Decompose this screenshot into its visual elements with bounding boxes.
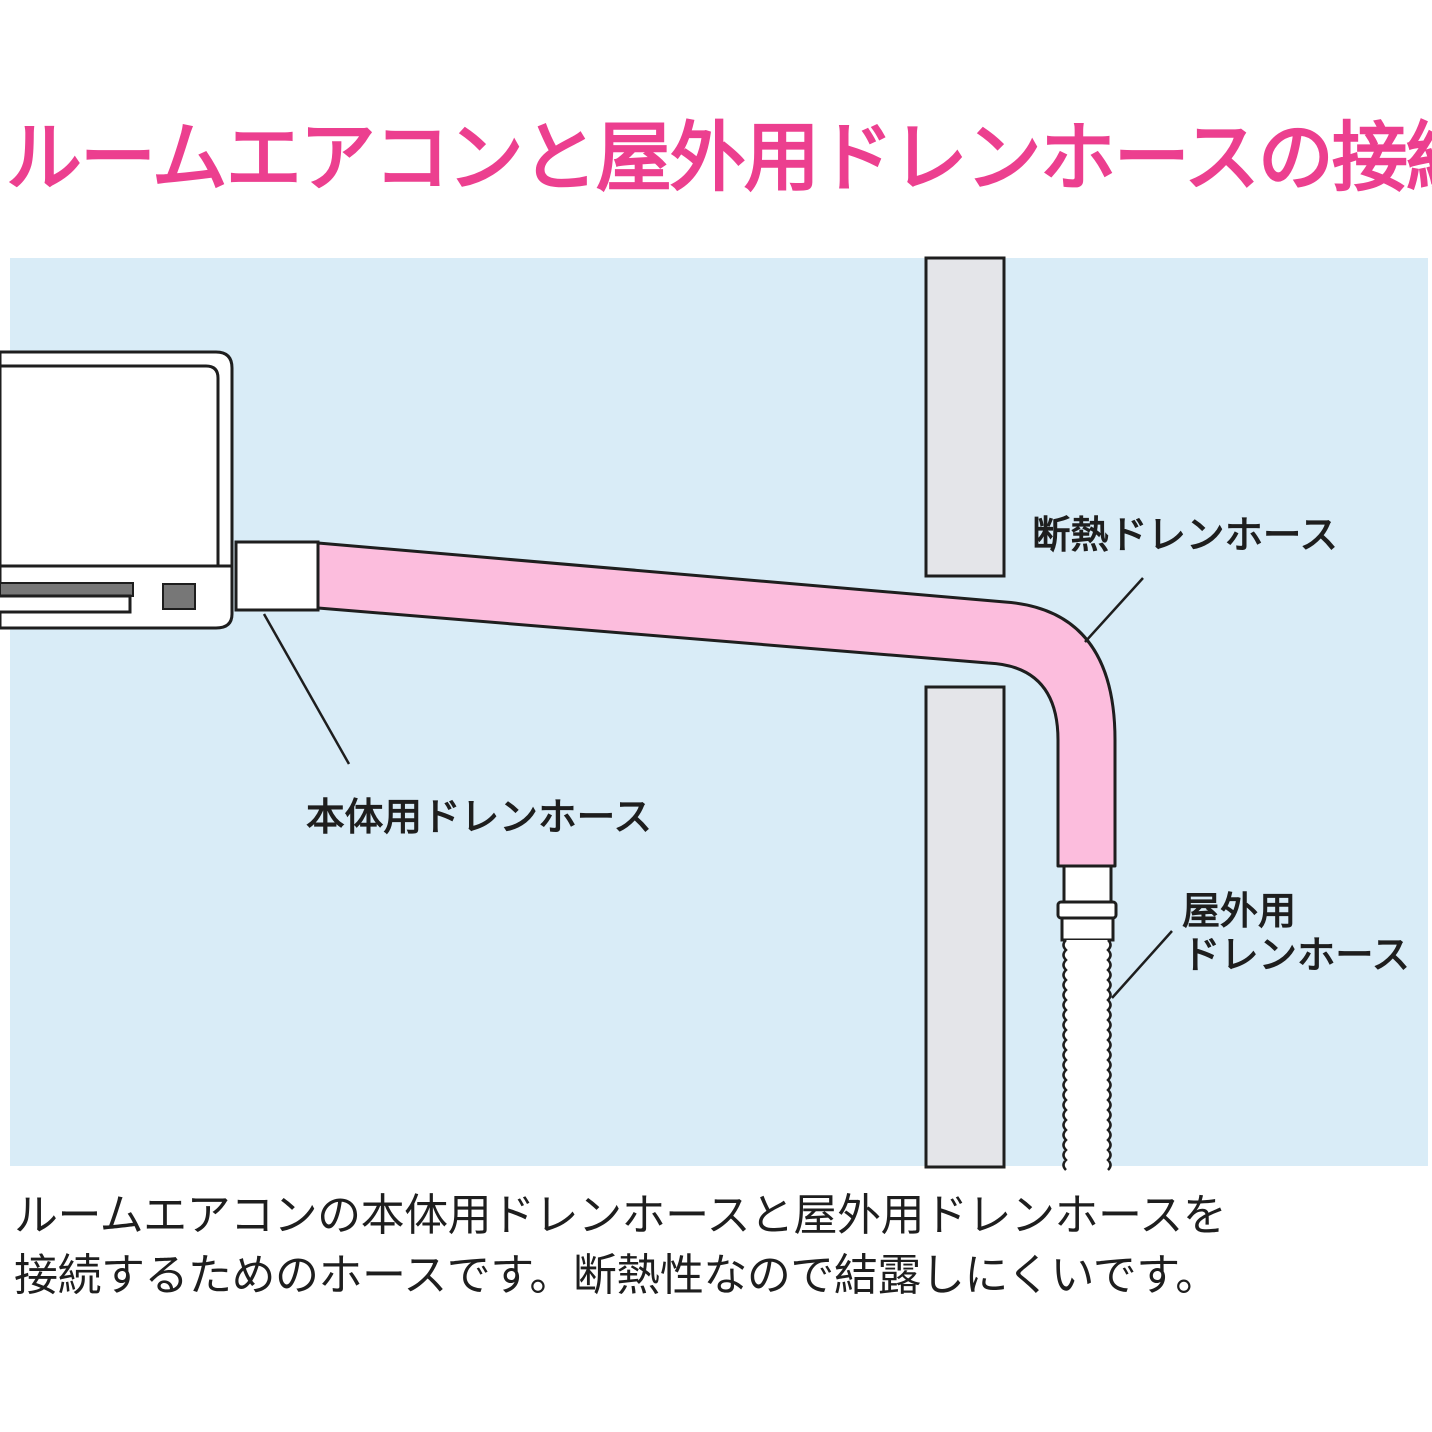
leader-line-insulated — [1084, 577, 1144, 643]
caption-line-1: ルームエアコンの本体用ドレンホースと屋外用ドレンホースを — [14, 1190, 1227, 1241]
caption-line-2: 接続するためのホースです。断熱性なので結露しにくいです。 — [14, 1250, 1219, 1301]
page-title: ルームエアコンと屋外用ドレンホースの接続 — [6, 113, 1432, 202]
background-panel — [10, 258, 1428, 1166]
wall-upper — [924, 256, 1006, 578]
leader-line-unit — [262, 613, 351, 765]
insulated-drain-hose — [316, 541, 1117, 868]
indicator-light — [162, 583, 196, 610]
outdoor-drain-hose — [1062, 939, 1112, 1171]
unit-drain-hose-end — [234, 540, 320, 612]
label-insulated-hose: 断熱ドレンホース — [1032, 513, 1338, 557]
label-outdoor-hose-line2: ドレンホース — [1182, 933, 1410, 977]
outdoor-hose-connector — [1056, 864, 1118, 942]
label-outdoor-hose-line1: 屋外用 — [1182, 889, 1296, 933]
caption: ルームエアコンの本体用ドレンホースと屋外用ドレンホースを 接続するためのホースで… — [14, 1186, 1424, 1306]
leader-line-outdoor — [1111, 930, 1173, 999]
air-conditioner-unit — [0, 350, 234, 630]
wall-lower — [924, 685, 1006, 1169]
label-unit-hose: 本体用ドレンホース — [306, 795, 652, 839]
